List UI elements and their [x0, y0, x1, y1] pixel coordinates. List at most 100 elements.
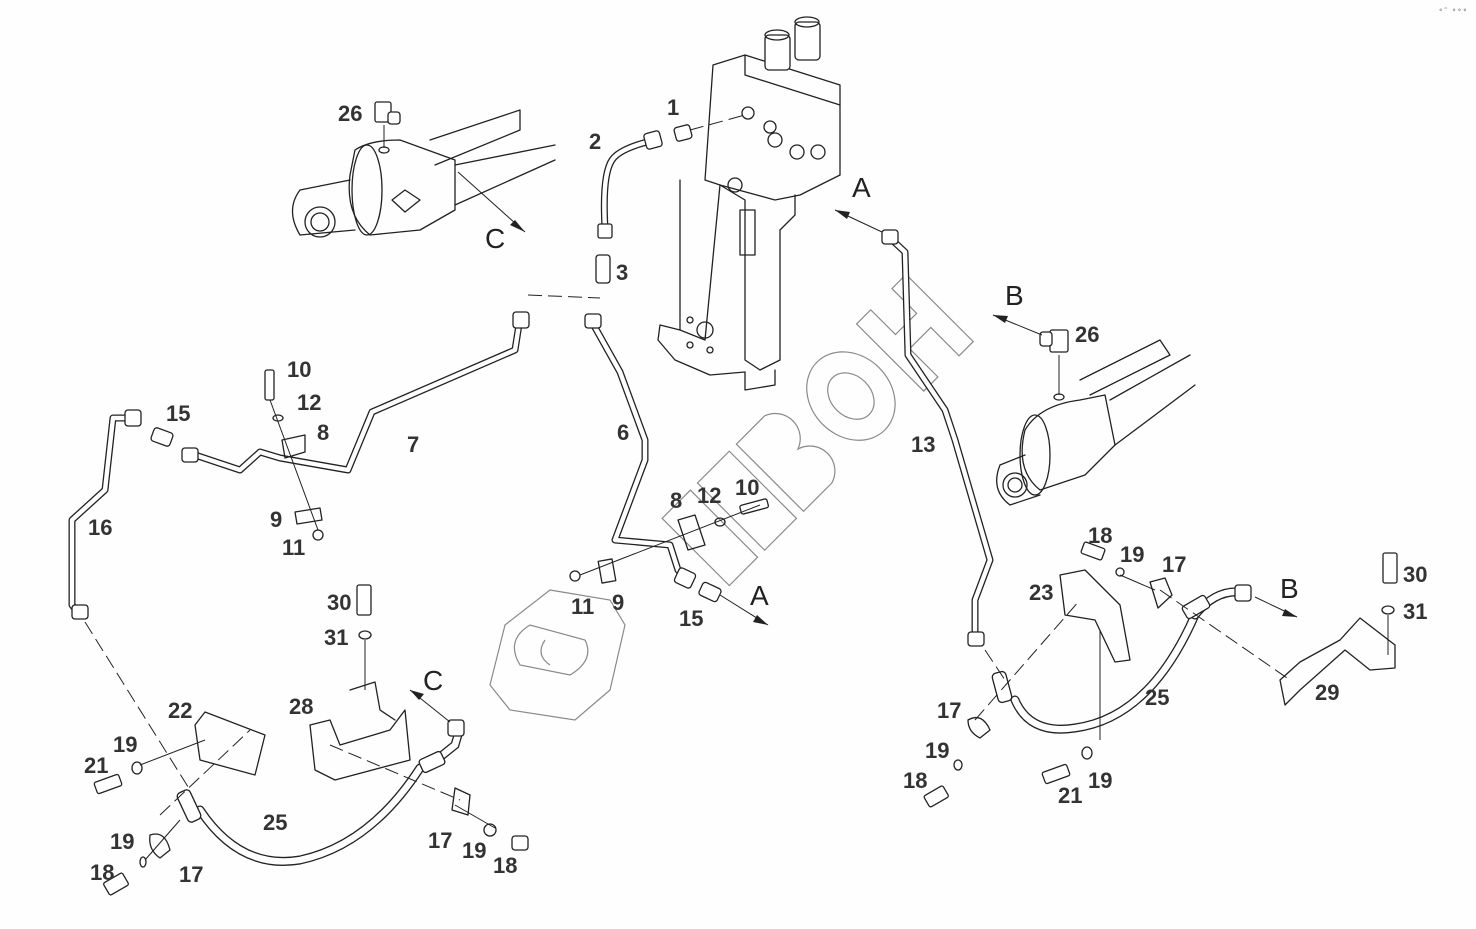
leader-lines [84, 114, 1291, 861]
bracket-22 [194, 711, 266, 776]
callout-23[interactable]: 23 [1029, 580, 1053, 605]
callout-12[interactable]: 12 [297, 390, 321, 415]
letter-A-top: A [852, 172, 871, 203]
bolt-30-right [1382, 552, 1398, 584]
callout-12[interactable]: 12 [697, 483, 721, 508]
callout-17[interactable]: 17 [428, 828, 452, 853]
callout-28[interactable]: 28 [289, 694, 313, 719]
fitting-3-icon [595, 254, 611, 284]
callout-10[interactable]: 10 [287, 357, 311, 382]
watermark-logo [489, 589, 626, 721]
letter-C-top: C [485, 223, 505, 254]
fitting-1-icon [673, 124, 693, 142]
clamp-17-d [967, 716, 991, 739]
callout-19[interactable]: 19 [462, 838, 486, 863]
cylinder-right [996, 329, 1196, 506]
letter-B-bottom: B [1280, 573, 1299, 604]
nut-icon [512, 311, 530, 329]
nut-icon [967, 631, 985, 647]
callout-26[interactable]: 26 [1075, 322, 1099, 347]
clamp-17-c [1149, 577, 1173, 609]
watermark-letters [661, 273, 975, 587]
callout-7[interactable]: 7 [407, 432, 419, 457]
nut-icon [124, 409, 142, 427]
callout-17[interactable]: 17 [1162, 552, 1186, 577]
callout-19[interactable]: 19 [1088, 768, 1112, 793]
hardware [93, 369, 1398, 896]
callout-15[interactable]: 15 [679, 606, 703, 631]
callout-8[interactable]: 8 [317, 420, 329, 445]
washer-19-e [953, 759, 963, 771]
bolt-21-b [1041, 763, 1071, 785]
bolt-10-left [264, 369, 275, 401]
clamp-8-left [281, 434, 306, 459]
nut-icon [584, 313, 602, 329]
washer-19-a [139, 856, 147, 868]
letter-B-top: B [1005, 280, 1024, 311]
callout-11[interactable]: 11 [282, 535, 305, 560]
callout-25[interactable]: 25 [263, 810, 287, 835]
bracket-28 [309, 709, 411, 781]
letter-A-bottom: A [750, 580, 769, 611]
callout-1[interactable]: 1 [667, 95, 679, 120]
callout-19[interactable]: 19 [1120, 542, 1144, 567]
nut-icon [643, 130, 663, 150]
valve-block [657, 16, 841, 391]
fitting-15-icon [698, 581, 722, 603]
bolt-18-b [511, 835, 529, 851]
callout-25[interactable]: 25 [1145, 685, 1169, 710]
callout-22[interactable]: 22 [168, 698, 192, 723]
callout-6[interactable]: 6 [617, 420, 629, 445]
bracket-28-tab [349, 681, 396, 721]
watermark [489, 273, 975, 721]
hose-end-icon [1181, 594, 1211, 620]
washer-19-c [483, 823, 497, 837]
nut-icon [71, 604, 89, 620]
pipes [68, 136, 994, 644]
letter-C-bottom: C [423, 665, 443, 696]
callout-13[interactable]: 13 [911, 432, 935, 457]
callout-21[interactable]: 21 [84, 753, 108, 778]
callout-26[interactable]: 26 [338, 101, 362, 126]
callout-19[interactable]: 19 [110, 829, 134, 854]
clamp-17-b [451, 787, 471, 816]
callout-29[interactable]: 29 [1315, 680, 1339, 705]
fitting-15-icon [150, 427, 174, 447]
washer-31-left [358, 630, 372, 640]
callout-3[interactable]: 3 [616, 260, 628, 285]
bracket-29 [1279, 617, 1396, 706]
callout-17[interactable]: 17 [179, 862, 203, 887]
callouts: 1 2 3 26 26 10 12 8 15 7 16 9 11 6 8 12 … [84, 95, 1427, 887]
callout-9[interactable]: 9 [270, 507, 282, 532]
callout-31[interactable]: 31 [1403, 599, 1427, 624]
callout-19[interactable]: 19 [925, 738, 949, 763]
callout-21[interactable]: 21 [1058, 783, 1082, 808]
connection-letters: C A A B B C [423, 172, 1299, 696]
bolt-18-c [1080, 541, 1106, 561]
callout-18[interactable]: 18 [493, 853, 517, 878]
hose-end-icon [418, 750, 446, 774]
callout-15[interactable]: 15 [166, 401, 190, 426]
callout-18[interactable]: 18 [1088, 523, 1112, 548]
plate-9-left [294, 507, 323, 525]
callout-10[interactable]: 10 [735, 475, 759, 500]
callout-18[interactable]: 18 [903, 768, 927, 793]
washer-19-f [1081, 746, 1093, 760]
callout-17[interactable]: 17 [937, 698, 961, 723]
callout-2[interactable]: 2 [589, 129, 601, 154]
nut-11-center [569, 570, 581, 582]
callout-31[interactable]: 31 [324, 625, 348, 650]
bolt-18-a [103, 872, 129, 896]
callout-30[interactable]: 30 [327, 590, 351, 615]
fittings [71, 124, 1252, 823]
callout-11[interactable]: 11 [571, 594, 594, 619]
callout-9[interactable]: 9 [612, 590, 624, 615]
callout-19[interactable]: 19 [113, 732, 137, 757]
callout-18[interactable]: 18 [90, 860, 114, 885]
callout-30[interactable]: 30 [1403, 562, 1427, 587]
callout-16[interactable]: 16 [88, 515, 112, 540]
washer-19-b [131, 761, 143, 775]
callout-8[interactable]: 8 [670, 488, 682, 513]
hose-end-icon [176, 789, 202, 823]
